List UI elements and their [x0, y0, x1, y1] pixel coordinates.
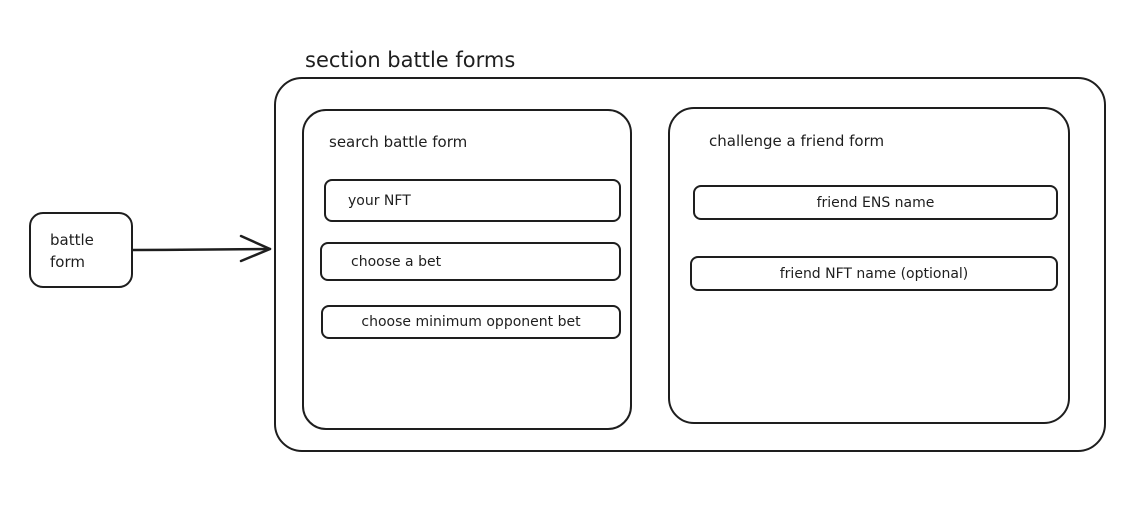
challenge-friend-form-title: challenge a friend form	[709, 132, 885, 150]
search-battle-form-title: search battle form	[329, 133, 468, 151]
connector-arrow	[131, 234, 272, 263]
challenge-friend-form-panel	[668, 107, 1070, 424]
friend-nft-name-field[interactable]: friend NFT name (optional)	[690, 256, 1058, 291]
friend-nft-name-label: friend NFT name (optional)	[779, 265, 969, 282]
battle-form-label-line1: battle	[50, 231, 94, 249]
battle-form-node[interactable]: battle form	[29, 212, 133, 288]
your-nft-field-label: your NFT	[348, 192, 411, 209]
section-title: section battle forms	[305, 48, 516, 72]
search-battle-form-panel	[302, 109, 632, 430]
choose-bet-field-label: choose a bet	[351, 253, 442, 270]
section-container	[274, 77, 1106, 452]
your-nft-field[interactable]: your NFT	[324, 179, 621, 222]
friend-ens-name-field[interactable]: friend ENS name	[693, 185, 1058, 220]
choose-bet-field[interactable]: choose a bet	[320, 242, 621, 281]
battle-form-label-line2: form	[50, 253, 85, 271]
friend-ens-name-label: friend ENS name	[816, 194, 935, 211]
choose-minimum-opponent-bet-label: choose minimum opponent bet	[361, 314, 581, 330]
choose-minimum-opponent-bet-field[interactable]: choose minimum opponent bet	[321, 305, 621, 339]
